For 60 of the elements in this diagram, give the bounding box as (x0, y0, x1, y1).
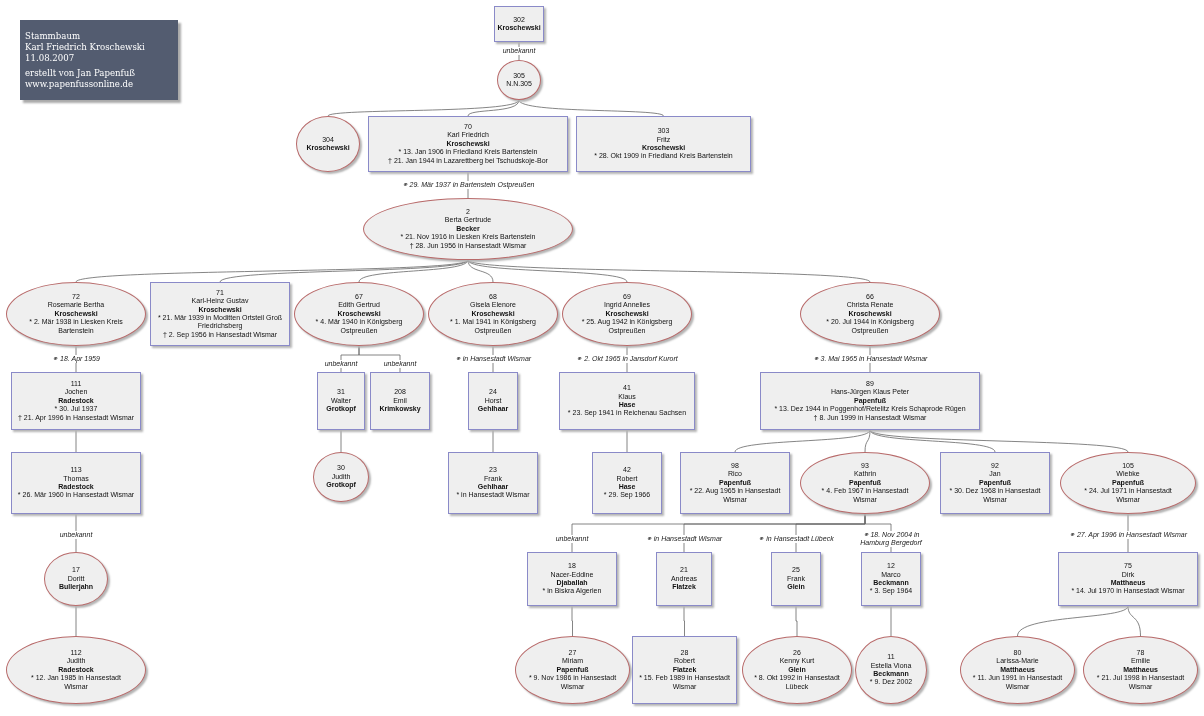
person-box (940, 452, 1050, 514)
person-box (656, 552, 712, 606)
title-text: 11.08.2007 (25, 52, 75, 64)
person-box (11, 452, 141, 514)
family-line (358, 345, 401, 373)
person-box (494, 6, 544, 42)
family-line (75, 513, 77, 553)
family-line (467, 99, 520, 117)
person-ellipse (742, 636, 852, 704)
family-line (219, 259, 469, 283)
family-line (518, 41, 520, 61)
family-line (518, 99, 664, 117)
person-box (11, 372, 141, 430)
family-line (626, 429, 628, 453)
person-box (592, 452, 662, 514)
person-ellipse (44, 552, 108, 606)
person-box (1058, 552, 1198, 606)
family-line (683, 605, 685, 637)
family-line (869, 429, 1129, 453)
person-box (559, 372, 695, 430)
family-line (492, 429, 494, 453)
person-box (771, 552, 821, 606)
family-line (75, 259, 469, 283)
title-text: Karl Friedrich Kroschewski (25, 41, 145, 53)
person-box (468, 372, 518, 430)
person-box (861, 552, 921, 606)
person-box (680, 452, 790, 514)
family-line (75, 605, 77, 637)
family-line (1127, 605, 1141, 637)
person-box (448, 452, 538, 514)
person-box (317, 372, 365, 430)
person-box (760, 372, 980, 430)
family-line (795, 605, 798, 637)
family-line (467, 259, 494, 283)
person-box (576, 116, 751, 172)
family-line (75, 429, 77, 453)
title-text: Stammbaum (25, 30, 81, 42)
person-ellipse (497, 60, 541, 100)
family-line (467, 259, 871, 283)
family-line (890, 605, 892, 637)
family-line (1017, 605, 1129, 637)
person-ellipse (313, 452, 369, 502)
person-box (527, 552, 617, 606)
person-box (368, 116, 568, 172)
person-box (632, 636, 737, 704)
author-text: erstellt von Jan Papenfuß (25, 67, 136, 79)
family-line (358, 259, 469, 283)
person-box (150, 282, 290, 346)
family-line (734, 429, 871, 453)
person-box (370, 372, 430, 430)
person-ellipse (296, 116, 360, 172)
family-line (571, 605, 573, 637)
family-line (340, 429, 342, 453)
family-line (327, 99, 520, 117)
family-line (1127, 513, 1129, 553)
author-text: www.papenfussonline.de (25, 78, 134, 90)
family-line (869, 429, 996, 453)
family-line (467, 259, 628, 283)
family-line (864, 429, 871, 453)
info-panel (20, 20, 178, 100)
